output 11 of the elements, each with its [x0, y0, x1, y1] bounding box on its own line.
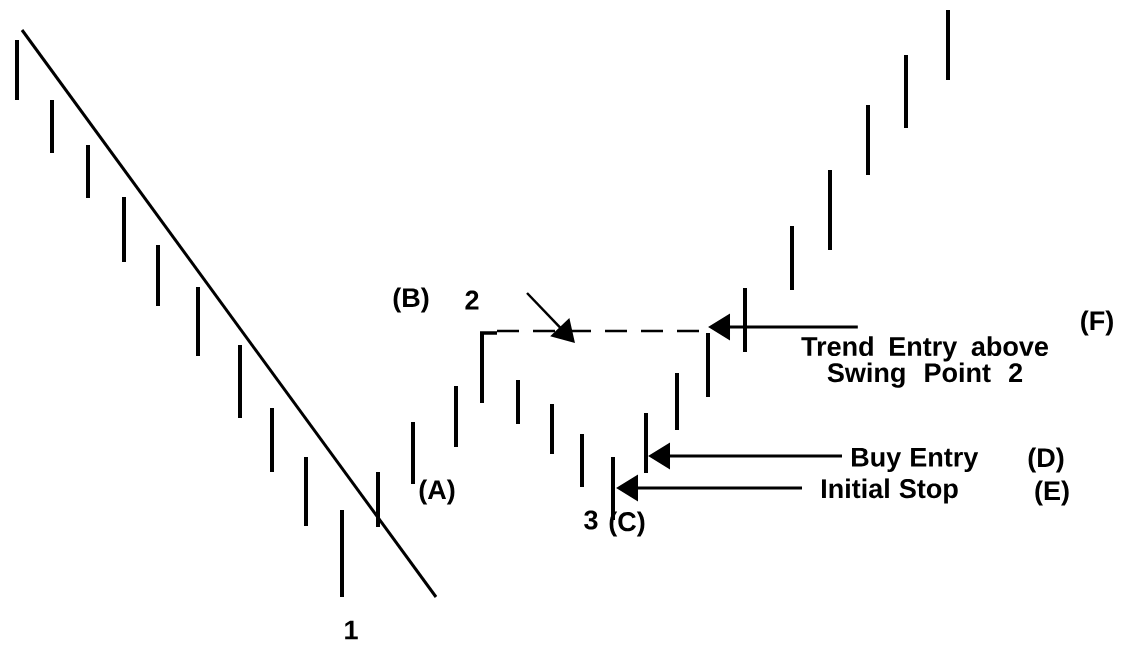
point-label: (F): [1081, 310, 1113, 336]
point-label: (B): [393, 287, 429, 313]
point-label: (D): [1028, 447, 1064, 473]
point-label: 2: [465, 290, 479, 310]
callout-text: Trend Entry above Swing Point 2: [801, 336, 1048, 388]
callout-text: Buy Entry: [852, 447, 979, 473]
point-label: 3: [584, 510, 598, 530]
point-label: 1: [345, 620, 358, 640]
point-label: (E): [1035, 480, 1069, 506]
callout-text: Initial Stop: [822, 478, 958, 504]
point-label: (A): [419, 479, 455, 505]
